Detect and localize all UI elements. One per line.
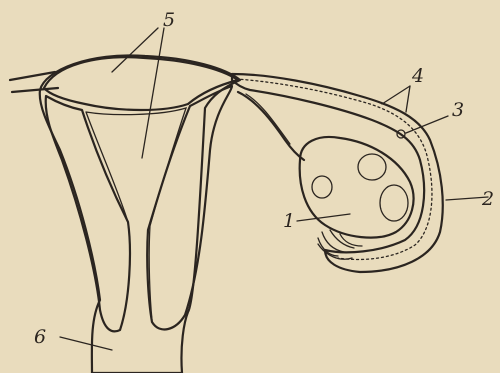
label-2: 2 <box>481 188 494 210</box>
label-4: 4 <box>411 65 424 87</box>
label-1: 1 <box>283 210 295 232</box>
label-5: 5 <box>163 9 175 31</box>
label-3: 3 <box>452 99 464 121</box>
label-6: 6 <box>34 326 46 348</box>
